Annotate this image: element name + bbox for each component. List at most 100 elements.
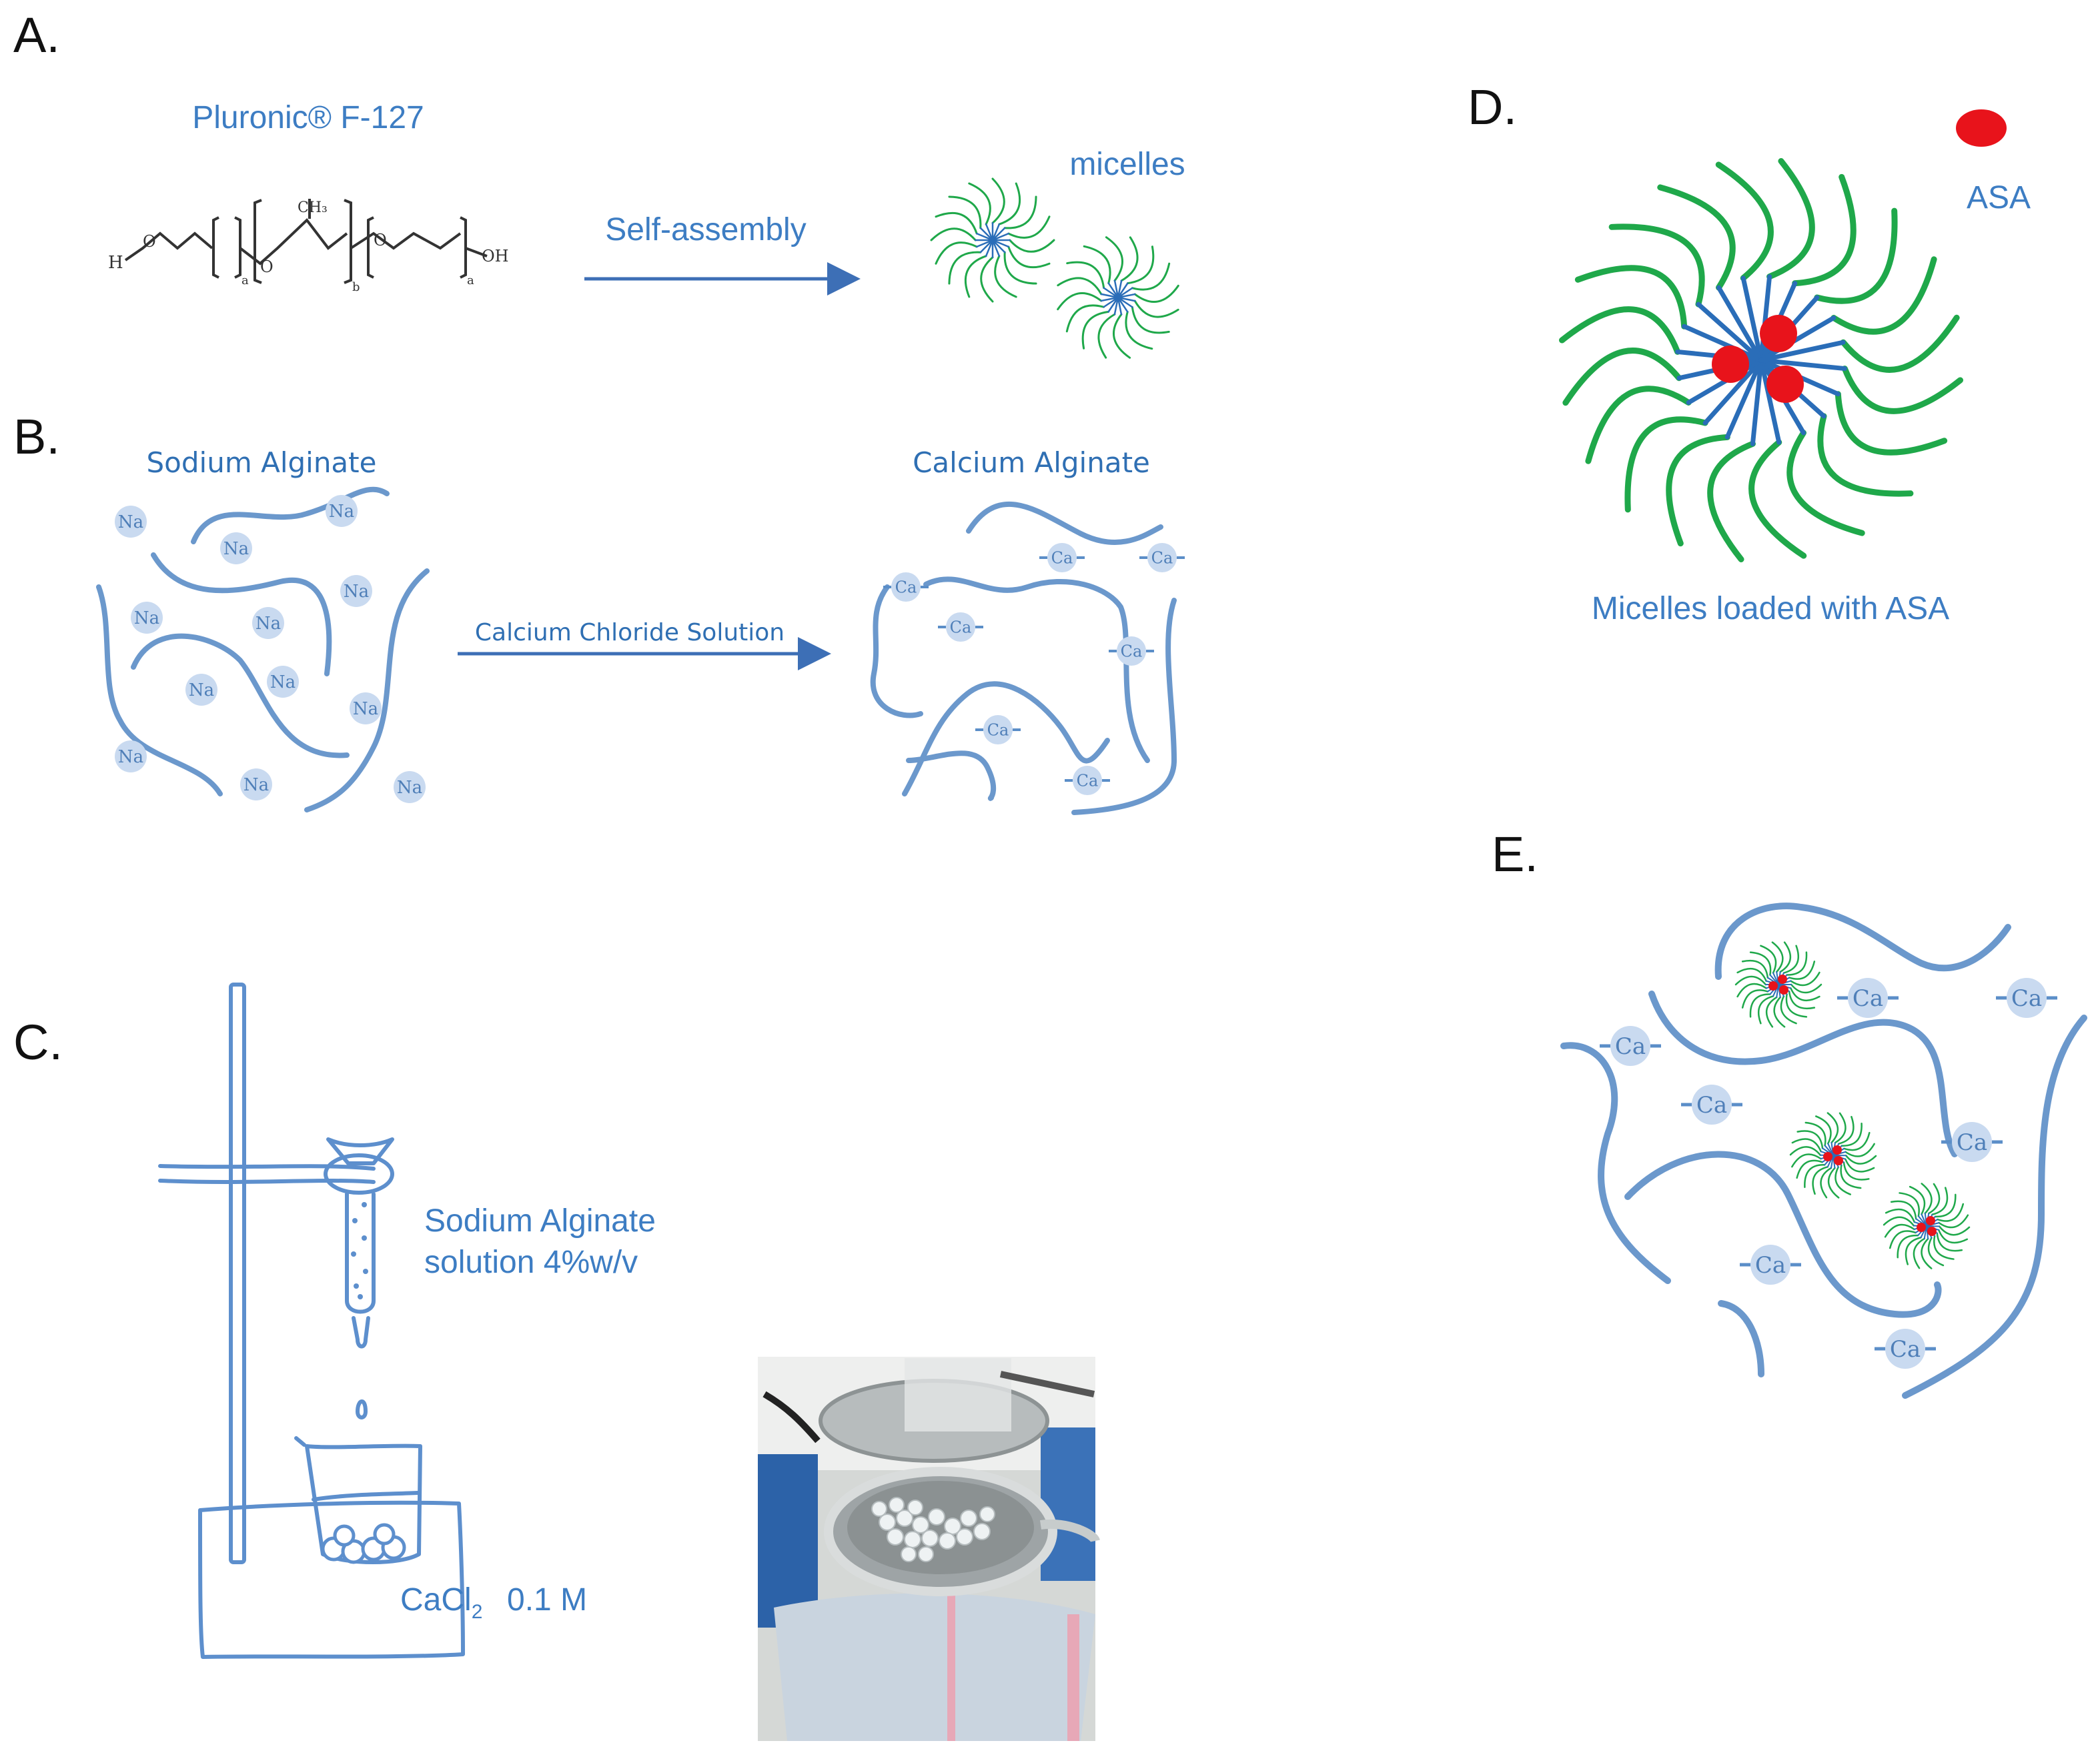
self-assembly-label: Self-assembly bbox=[605, 212, 806, 247]
dropper-contents bbox=[351, 1202, 368, 1299]
micelle-arm bbox=[1897, 1234, 1919, 1259]
calcium-ion bbox=[983, 715, 1013, 744]
micelle-arm bbox=[1734, 975, 1767, 986]
micelle-arm bbox=[1785, 993, 1808, 1018]
sodium-ion-label: Na bbox=[397, 778, 422, 798]
micelle-arm bbox=[1820, 1167, 1832, 1199]
panel-e-letter: E. bbox=[1492, 826, 1538, 882]
micelle-arm bbox=[1921, 1183, 1933, 1215]
formula-ch3: CH₃ bbox=[298, 199, 328, 216]
sodium-ion bbox=[115, 506, 147, 538]
sodium-ion-label: Na bbox=[134, 608, 159, 628]
formula-o-2: O bbox=[260, 257, 274, 276]
micelle-arm bbox=[1003, 195, 1037, 229]
micelle-core-arm bbox=[1117, 296, 1129, 313]
micelle-core-arm bbox=[1696, 302, 1764, 363]
sodium-ion bbox=[252, 607, 284, 639]
cacl2-concentration: 0.1 M bbox=[507, 1582, 587, 1618]
micelle-arm bbox=[930, 227, 977, 241]
micelle-arm bbox=[1081, 310, 1110, 350]
micelle-arm bbox=[1827, 1167, 1840, 1199]
calcium-ion-label: Ca bbox=[1957, 1129, 1987, 1156]
micelle-core-arm bbox=[991, 223, 1001, 241]
calcium-ion-label: Ca bbox=[950, 618, 972, 636]
micelle-core-arm bbox=[979, 227, 994, 241]
micelle-core-arm bbox=[1100, 293, 1119, 299]
calcium-alginate-chains bbox=[870, 501, 1177, 815]
pluronic-name: Pluronic® F-127 bbox=[192, 100, 424, 135]
calcium-ion bbox=[2007, 978, 2047, 1018]
sodium-ion bbox=[115, 740, 147, 772]
calcium-ion-label: Ca bbox=[1755, 1252, 1786, 1279]
micelle-core-arm bbox=[1758, 340, 1846, 363]
calcium-ion bbox=[1610, 1026, 1650, 1066]
micelle-arm bbox=[1748, 439, 1807, 559]
micelle-core-arm bbox=[1103, 296, 1119, 308]
calcium-ion bbox=[1885, 1329, 1925, 1369]
cacl2-formula: CaCl2 bbox=[400, 1582, 482, 1623]
micelle-arm bbox=[1927, 1237, 1945, 1267]
micelle-arm bbox=[1792, 173, 1857, 287]
micelle-arm bbox=[1830, 256, 1937, 335]
micelle-arm bbox=[1786, 430, 1865, 536]
panel-c: C. Sodium Alginate solution 4%w/v bbox=[13, 983, 1100, 1741]
micelle-core-arm bbox=[1117, 296, 1123, 316]
asa-drug-core bbox=[1779, 985, 1788, 995]
micelle-arm bbox=[1826, 1112, 1839, 1144]
micelle-core-arm bbox=[975, 239, 994, 248]
alginate-beads bbox=[321, 1523, 406, 1564]
micelle-arm bbox=[1936, 1232, 1963, 1252]
formula-sub-a-2: a bbox=[467, 273, 474, 287]
micelle-core-arm bbox=[1758, 358, 1782, 445]
micelle-arm bbox=[948, 195, 982, 229]
micelle-arm bbox=[1938, 1225, 1971, 1236]
micelle-core-arm bbox=[1100, 296, 1119, 302]
calcium-ion-label: Ca bbox=[1077, 771, 1099, 790]
micelle-arm bbox=[1007, 215, 1051, 239]
micelle-arm bbox=[1097, 313, 1116, 359]
micelle-core-arm bbox=[1107, 282, 1119, 299]
micelle-arm bbox=[1840, 314, 1960, 373]
micelle-arm bbox=[994, 255, 1017, 298]
sodium-ion bbox=[326, 495, 358, 527]
micelle-arm bbox=[1741, 960, 1769, 979]
formula-sub-b: b bbox=[352, 280, 360, 294]
micelle-core-arm bbox=[1113, 279, 1119, 299]
micelle-arm bbox=[1815, 1115, 1832, 1145]
micelle-arm bbox=[1840, 1164, 1862, 1189]
micelle-arm bbox=[1843, 1161, 1870, 1181]
micelle-arm bbox=[968, 182, 991, 225]
micelle-arm bbox=[1937, 1203, 1965, 1222]
micelle-arm bbox=[1608, 223, 1705, 308]
micelle-arm bbox=[1574, 265, 1688, 330]
micelle-arm bbox=[1707, 440, 1756, 563]
micelle-arm bbox=[1083, 245, 1111, 285]
micelle-arm bbox=[1841, 1122, 1863, 1147]
micelle-core-arm bbox=[985, 223, 994, 241]
micelle-arm bbox=[1771, 941, 1784, 973]
micelle-arm bbox=[1773, 996, 1786, 1028]
calcium-ion bbox=[1073, 766, 1102, 795]
micelle-arm bbox=[1913, 1237, 1925, 1269]
micelle-arm bbox=[1790, 971, 1820, 987]
micelle-arm bbox=[1843, 1131, 1871, 1151]
micelle-arm bbox=[1938, 1229, 1969, 1244]
micelle-arm bbox=[1796, 1130, 1824, 1149]
sodium-ion bbox=[267, 666, 299, 698]
micelle-arm bbox=[1905, 1236, 1922, 1265]
micelle-arm bbox=[1790, 987, 1820, 1002]
mini-micelle bbox=[1789, 1112, 1877, 1199]
micelle-arm bbox=[1065, 304, 1105, 333]
calcium-ion bbox=[1848, 978, 1888, 1018]
micelle-arm bbox=[1057, 277, 1103, 296]
formula-o-3: O bbox=[374, 231, 387, 249]
micelle-arm bbox=[1780, 995, 1797, 1025]
micelle-arm bbox=[1890, 1200, 1917, 1220]
micelle-arm bbox=[1841, 366, 1963, 414]
micelle-arm bbox=[1889, 1230, 1917, 1249]
micelle-arm bbox=[998, 182, 1021, 225]
panel-d-letter: D. bbox=[1468, 79, 1517, 135]
